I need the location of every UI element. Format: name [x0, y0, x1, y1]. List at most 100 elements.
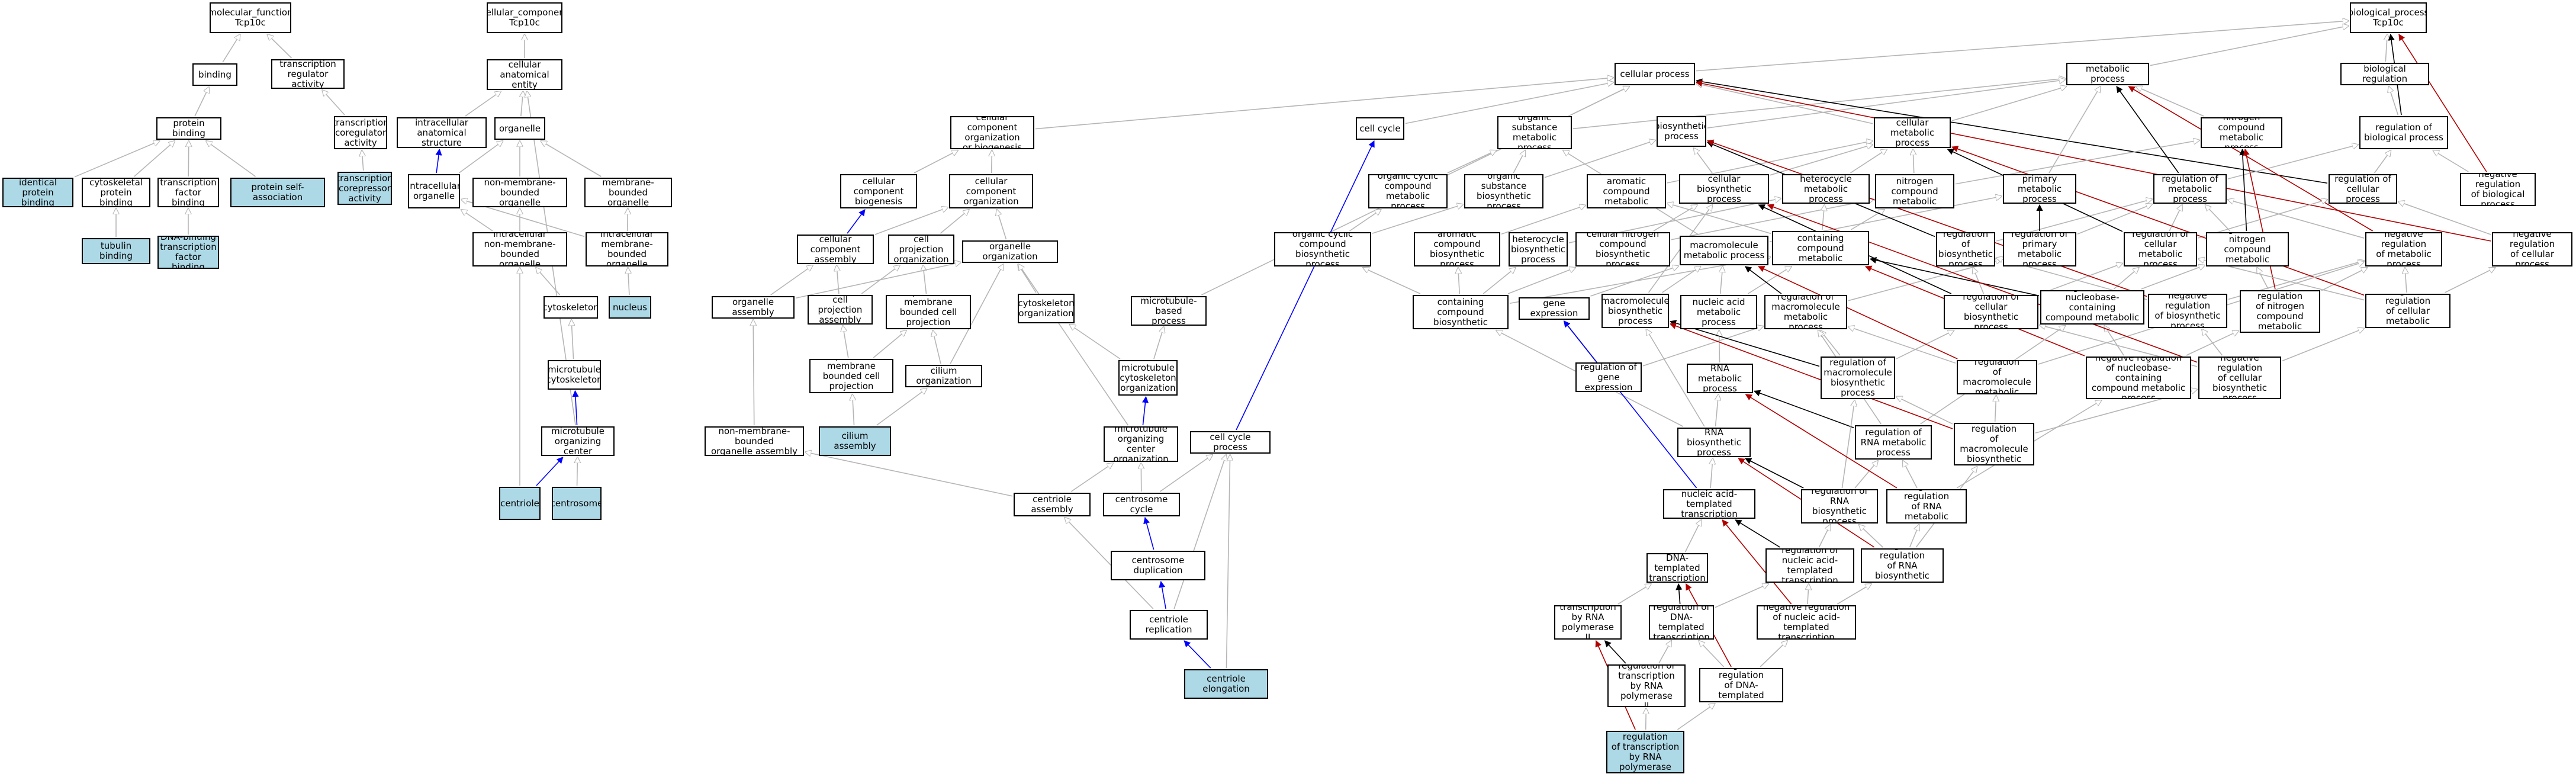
term-node-reggeneexp[interactable]: regulation of gene expression	[1575, 362, 1642, 392]
term-node-regcp[interactable]: regulation of cellular process	[2329, 174, 2397, 204]
term-node-centriole[interactable]: centriole	[499, 487, 541, 520]
term-node-nregtrnap2[interactable]: negative regulation of transcription by …	[1606, 731, 1684, 773]
term-node-mtocorg[interactable]: microtubule organizing center organizati…	[1104, 426, 1178, 462]
term-node-ccorg[interactable]: cellular component organization	[949, 174, 1033, 208]
term-node-centrep[interactable]: centriole replication	[1130, 610, 1208, 640]
term-node-cellcycleproc[interactable]: cell cycle process	[1190, 431, 1271, 454]
term-node-nregncmp[interactable]: negative regulation of nitrogen compound…	[2240, 290, 2320, 333]
term-node-organelle[interactable]: organelle	[494, 117, 545, 140]
term-node-dbtfb[interactable]: DNA-binding transcription factor binding	[157, 236, 219, 269]
term-node-osbp[interactable]: organic substance biosynthetic process	[1464, 174, 1543, 208]
term-node-nregnccmp[interactable]: negative regulation of nucleobase-contai…	[2086, 357, 2191, 399]
term-node-cytoskpb[interactable]: cytoskeletal protein binding	[82, 178, 150, 207]
term-node-tubb[interactable]: tubulin binding	[82, 238, 150, 264]
term-node-cytosk[interactable]: cytoskeleton	[543, 296, 598, 319]
term-node-inmbo[interactable]: intracellular non-membrane-bounded organ…	[472, 232, 567, 266]
term-node-cellcycle[interactable]: cell cycle	[1356, 117, 1404, 140]
term-node-orgorg[interactable]: organelle organization	[962, 240, 1058, 263]
term-node-cncmp[interactable]: cellular nitrogen compound metabolic pro…	[1875, 174, 1954, 208]
term-node-regbiosyn[interactable]: regulation of biosynthetic process	[1936, 232, 1995, 266]
term-node-biosyn[interactable]: biosynthetic process	[1657, 116, 1706, 147]
term-node-ciliumorg[interactable]: cilium organization	[905, 365, 982, 387]
term-node-tca[interactable]: transcription coregulator activity	[334, 116, 387, 149]
term-node-acbp[interactable]: aromatic compound biosynthetic process	[1414, 232, 1500, 266]
term-node-nregcmp[interactable]: negative regulation of cellular metaboli…	[2365, 294, 2450, 328]
term-node-regmp[interactable]: regulation of metabolic process	[2153, 174, 2227, 204]
term-node-namp[interactable]: nucleic acid metabolic process	[1680, 295, 1757, 329]
term-node-cca[interactable]: cellular component assembly	[797, 235, 874, 264]
term-node-mtubcyto[interactable]: microtubule cytoskeleton	[548, 360, 601, 390]
term-node-centdup[interactable]: centrosome duplication	[1111, 551, 1205, 580]
term-node-ccob[interactable]: cellular component organization or bioge…	[950, 116, 1034, 149]
term-node-psa[interactable]: protein self-association	[230, 178, 325, 207]
term-node-cytoorg[interactable]: cytoskeleton organization	[1018, 294, 1075, 323]
term-node-cpa[interactable]: cell projection assembly	[808, 295, 873, 325]
term-node-mtbp[interactable]: microtubule-based process	[1131, 296, 1207, 326]
term-node-cacmp[interactable]: cellular aromatic compound metabolic pro…	[1587, 174, 1666, 208]
term-node-cc[interactable]: cellular_component Tcp10c	[487, 2, 562, 33]
term-node-nmboasm[interactable]: non-membrane-bounded organelle assembly	[705, 426, 804, 456]
term-node-regmacrobp[interactable]: regulation of macromolecule biosynthetic…	[1821, 357, 1895, 399]
term-node-natt[interactable]: nucleic acid-templated transcription	[1663, 489, 1755, 519]
term-node-orgasm[interactable]: organelle assembly	[712, 296, 795, 319]
term-node-rnamp[interactable]: RNA metabolic process	[1687, 364, 1753, 393]
term-node-nregmacrobp[interactable]: negative regulation of macromolecule bio…	[1954, 423, 2034, 465]
term-node-occmp[interactable]: organic cyclic compound metabolic proces…	[1368, 174, 1448, 208]
term-node-mtoc[interactable]: microtubule organizing center	[541, 426, 615, 456]
term-node-nregmacromp[interactable]: negative regulation of macromolecule met…	[1957, 360, 2037, 394]
term-node-hbp[interactable]: heterocycle biosynthetic process	[1509, 232, 1568, 266]
term-node-geneexp[interactable]: gene expression	[1519, 297, 1590, 320]
term-node-regnatt[interactable]: regulation of nucleic acid-templated tra…	[1765, 548, 1854, 583]
term-node-regrnabp[interactable]: regulation of RNA biosynthetic process	[1801, 489, 1878, 524]
term-node-nregdtt[interactable]: negative regulation of DNA-templated tra…	[1699, 668, 1783, 702]
term-node-pmp[interactable]: primary metabolic process	[2003, 174, 2076, 204]
term-node-pmbcpa[interactable]: plasma membrane bounded cell projection …	[809, 359, 893, 393]
term-node-mtcytoorg[interactable]: microtubule cytoskeleton organization	[1118, 360, 1178, 396]
term-node-tfb[interactable]: transcription factor binding	[157, 178, 219, 207]
term-node-osmp[interactable]: organic substance metabolic process	[1497, 116, 1572, 149]
term-node-ncmp[interactable]: nitrogen compound metabolic process	[2201, 117, 2282, 148]
term-node-hmp[interactable]: heterocycle metabolic process	[1782, 174, 1870, 204]
term-node-regdtt[interactable]: regulation of DNA-templated transcriptio…	[1649, 605, 1714, 640]
term-node-cncbp[interactable]: cellular nitrogen compound biosynthetic …	[1575, 232, 1670, 266]
term-node-regcmp[interactable]: regulation of cellular metabolic process	[2124, 232, 2197, 266]
term-node-trac[interactable]: transcription regulator activity	[271, 59, 345, 89]
term-node-centelong[interactable]: centriole elongation	[1184, 669, 1268, 699]
term-node-metab[interactable]: metabolic process	[2066, 63, 2149, 85]
term-node-nregrnamp[interactable]: negative regulation of RNA metabolic pro…	[1886, 489, 1967, 524]
term-node-occbp[interactable]: organic cyclic compound biosynthetic pro…	[1274, 232, 1371, 266]
term-node-cmp[interactable]: cellular metabolic process	[1874, 117, 1951, 148]
term-node-centcycle[interactable]: centrosome cycle	[1103, 493, 1180, 516]
term-node-regmacromp[interactable]: regulation of macromolecule metabolic pr…	[1764, 295, 1847, 329]
term-node-regncmp[interactable]: regulation of nitrogen compound metaboli…	[2206, 232, 2289, 266]
term-node-ipb[interactable]: identical protein binding	[2, 178, 73, 207]
term-node-protbind[interactable]: protein binding	[156, 117, 221, 140]
term-node-imbo[interactable]: intracellular membrane-bounded organelle	[586, 232, 668, 266]
term-node-nregnatt[interactable]: negative regulation of nucleic acid-temp…	[1757, 605, 1856, 640]
term-node-nregcp[interactable]: negative regulation of cellular process	[2492, 232, 2572, 266]
term-node-binding[interactable]: binding	[192, 63, 237, 86]
term-node-nregcbp[interactable]: negative regulation of cellular biosynth…	[2198, 357, 2281, 399]
term-node-regnccmp[interactable]: regulation of nucleobase-containing comp…	[2040, 290, 2144, 325]
term-node-rnabp[interactable]: RNA biosynthetic process	[1677, 428, 1751, 457]
term-node-ias[interactable]: intracellular anatomical structure	[397, 117, 487, 148]
term-node-cae[interactable]: cellular anatomical entity	[487, 59, 562, 90]
term-node-nregmp[interactable]: negative regulation of metabolic process	[2365, 232, 2442, 266]
term-node-tcoreps[interactable]: transcription corepressor activity	[337, 172, 392, 205]
term-node-macromp[interactable]: macromolecule metabolic process	[1680, 236, 1768, 265]
term-node-intorg[interactable]: intracellular organelle	[408, 174, 460, 208]
term-node-regtrnap2[interactable]: regulation of transcription by RNA polym…	[1607, 664, 1686, 707]
term-node-nregbp[interactable]: negative regulation of biological proces…	[2460, 173, 2536, 206]
term-node-regcbp[interactable]: regulation of cellular biosynthetic proc…	[1944, 295, 2038, 329]
term-node-cpo[interactable]: cell projection organization	[888, 235, 954, 264]
term-node-ncccmp[interactable]: nucleobase-containing compound metabolic…	[1772, 231, 1869, 265]
term-node-regbp[interactable]: regulation of biological process	[2359, 116, 2448, 149]
term-node-centrosome[interactable]: centrosome	[552, 487, 602, 520]
term-node-nmbo[interactable]: non-membrane-bounded organelle	[472, 178, 567, 207]
term-node-dtt[interactable]: DNA-templated transcription	[1646, 553, 1708, 583]
term-node-mf[interactable]: molecular_function Tcp10c	[210, 2, 291, 33]
term-node-centasm[interactable]: centriole assembly	[1014, 493, 1091, 516]
term-node-pmbcpo[interactable]: plasma membrane bounded cell projection …	[886, 295, 971, 329]
term-node-nregbiosyn[interactable]: negative regulation of biosynthetic proc…	[2148, 294, 2227, 328]
term-node-bp[interactable]: biological_process Tcp10c	[2350, 2, 2427, 33]
